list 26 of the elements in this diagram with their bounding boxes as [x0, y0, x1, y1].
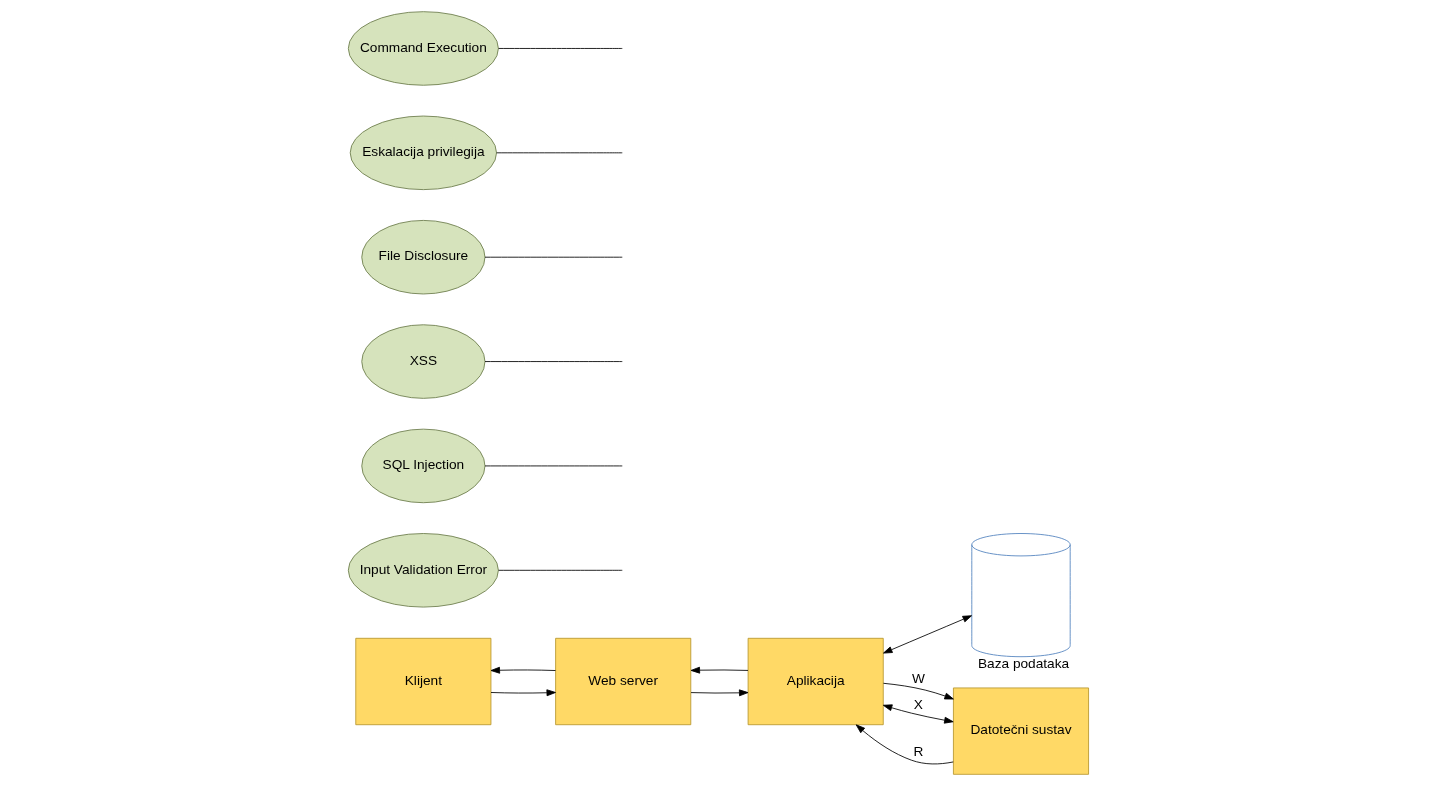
edge-label: W: [911, 671, 925, 687]
edge-label: X: [913, 696, 923, 712]
connector: [484, 361, 623, 362]
node-box: Klijent: [354, 637, 491, 726]
node-label: Baza podataka: [977, 655, 1069, 671]
node-ellipse: Input Validation Error: [347, 533, 499, 608]
connector: [497, 48, 623, 49]
node-ellipse: Command Execution: [347, 11, 499, 86]
arrow: [882, 704, 954, 724]
node-box: Aplikacija: [747, 637, 884, 726]
edge-label: R: [912, 743, 923, 759]
node-ellipse: Eskalacija privilegija: [349, 115, 497, 191]
node-box: Datotečni sustav: [952, 687, 1089, 775]
node-ellipse: XSS: [360, 324, 485, 399]
arrow: [690, 689, 748, 697]
arrow: [855, 724, 954, 765]
connector: [497, 569, 623, 571]
arrow: [690, 666, 748, 674]
arrow: [490, 689, 556, 697]
arrow: [882, 682, 954, 700]
connector: [484, 256, 623, 258]
arrow: [490, 666, 556, 674]
node-ellipse: SQL Injection: [360, 428, 485, 504]
arrow: [882, 615, 972, 654]
node-ellipse: File Disclosure: [360, 220, 485, 295]
node-box: Web server: [554, 637, 691, 726]
